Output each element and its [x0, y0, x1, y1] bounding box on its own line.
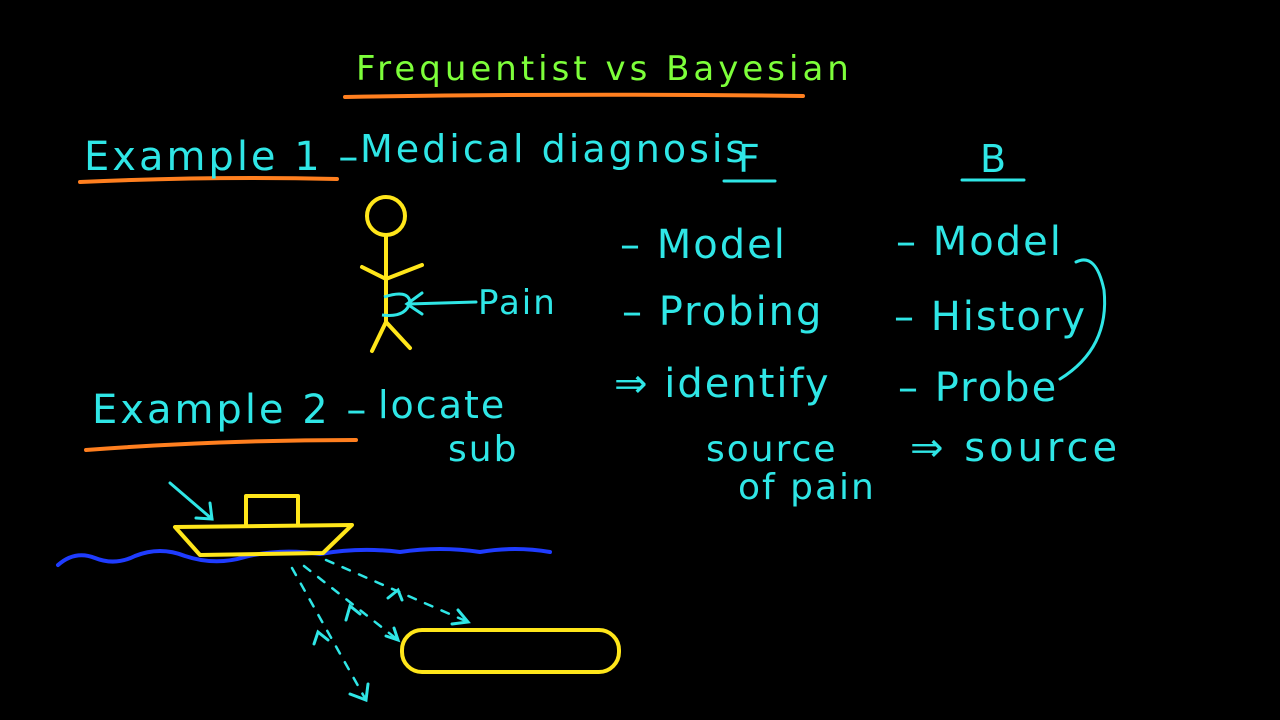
example2-underline — [86, 440, 356, 450]
bayesian-item-history: – History — [894, 297, 1087, 337]
pain-label: Pain — [478, 286, 557, 320]
frequentist-conclusion-line1: ⇒ identify — [614, 364, 831, 404]
example1-topic: Medical diagnosis — [360, 130, 748, 168]
page-title: Frequentist vs Bayesian — [356, 52, 853, 86]
title-underline — [345, 95, 803, 97]
ship-pointer-arrow — [170, 483, 212, 519]
example2-topic-line1: locate — [378, 386, 506, 424]
bayesian-item-probe: – Probe — [898, 368, 1058, 408]
example2-topic-line2: sub — [448, 432, 518, 468]
bayesian-header: B — [980, 140, 1008, 178]
frequentist-conclusion-line3: of pain — [738, 470, 876, 506]
frequentist-item-probing: – Probing — [622, 292, 823, 332]
example1-label: Example 1 – — [84, 137, 361, 177]
bayesian-conclusion: ⇒ source — [910, 428, 1121, 468]
ship — [175, 496, 352, 555]
frequentist-header: F — [738, 140, 762, 178]
stick-figure — [362, 197, 422, 351]
frequentist-conclusion-line2: source — [706, 432, 838, 468]
frequentist-item-model: – Model — [620, 225, 787, 265]
example2-label: Example 2 – — [92, 390, 369, 430]
pain-arrow — [407, 293, 476, 314]
bayesian-item-model: – Model — [896, 222, 1063, 262]
sonar-arrowheads — [314, 590, 468, 700]
submarine — [402, 630, 619, 672]
